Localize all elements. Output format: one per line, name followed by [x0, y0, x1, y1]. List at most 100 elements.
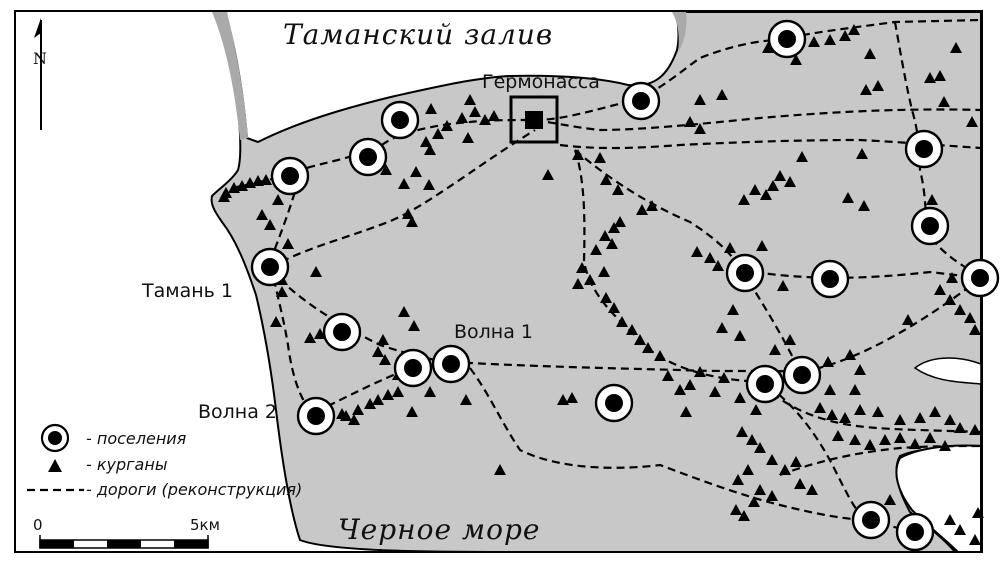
kurgan-icon — [914, 412, 926, 423]
kurgan-icon — [814, 402, 826, 413]
kurgan-icon — [938, 96, 950, 107]
kurgan-icon — [272, 194, 284, 205]
kurgan-icon — [966, 116, 978, 127]
kurgan-icon — [822, 356, 834, 367]
settlement-icon — [594, 383, 634, 423]
kurgan-icon — [606, 238, 618, 249]
kurgan-icon — [594, 152, 606, 163]
kurgan-icon — [590, 244, 602, 255]
kurgan-icon — [929, 406, 941, 417]
kurgan-icon — [348, 414, 360, 425]
kurgan-icon — [584, 274, 596, 285]
kurgan-icon — [950, 42, 962, 53]
kurgan-icon — [894, 432, 906, 443]
settlement-icon — [904, 129, 944, 169]
kurgan-icon — [709, 386, 721, 397]
kurgan-icon — [646, 200, 658, 211]
kurgan-icon — [766, 490, 778, 501]
settlement-icon — [725, 253, 765, 293]
settlement-icon — [393, 348, 433, 388]
sand-spit — [212, 12, 248, 140]
kurgan-icon — [718, 372, 730, 383]
settlement-icon — [270, 156, 310, 196]
kurgan-icon — [260, 174, 272, 185]
legend-kurgans-text: - курганы — [86, 455, 167, 474]
settlement-icon — [322, 312, 362, 352]
kurgan-icon — [790, 54, 802, 65]
settlement-icon — [296, 396, 336, 436]
kurgan-icon — [844, 349, 856, 360]
kurgan-icon — [372, 346, 384, 357]
kurgan-icon — [608, 222, 620, 233]
kurgan-icon — [934, 284, 946, 295]
kurgan-icon — [839, 412, 851, 423]
kurgan-icon — [662, 370, 674, 381]
kurgan-icon — [406, 216, 418, 227]
kurgan-icon — [572, 278, 584, 289]
kurgan-icon — [464, 94, 476, 105]
kurgan-icon — [218, 191, 230, 202]
kurgan-icon — [425, 103, 437, 114]
kurgan-icon — [824, 34, 836, 45]
north-arrow-icon: N — [33, 18, 47, 130]
kurgan-icon — [734, 330, 746, 341]
kurgan-icon — [969, 324, 981, 335]
kurgan-icon — [854, 364, 866, 375]
kurgan-icon — [727, 304, 739, 315]
kurgan-icon — [946, 272, 958, 283]
kurgan-icon — [738, 194, 750, 205]
kurgan-icon — [754, 484, 766, 495]
kurgan-icon — [944, 414, 956, 425]
kurgan-icon — [469, 106, 481, 117]
kurgan-icon — [364, 398, 376, 409]
kurgan-icon — [777, 280, 789, 291]
kurgan-icon — [626, 324, 638, 335]
settlements-layer — [250, 19, 1000, 552]
kurgan-icon — [749, 184, 761, 195]
kurgan-icon — [566, 392, 578, 403]
kurgan-icon — [694, 366, 706, 377]
kurgan-icon — [694, 123, 706, 134]
kurgan-icon — [402, 208, 414, 219]
kurgan-icon — [382, 389, 394, 400]
kurgan-icon — [902, 314, 914, 325]
kurgan-icon — [612, 184, 624, 195]
kurgan-icon — [806, 484, 818, 495]
kurgan-icon — [872, 406, 884, 417]
kurgan-icon — [858, 200, 870, 211]
kurgan-icon — [674, 384, 686, 395]
kurgan-icon — [599, 230, 611, 241]
settlement-icon — [810, 259, 850, 299]
kurgan-icon — [716, 89, 728, 100]
kurgan-icon — [849, 434, 861, 445]
kurgan-icon — [598, 266, 610, 277]
kurgan-icon — [924, 432, 936, 443]
settlement-icon — [745, 364, 785, 404]
kurgan-icon — [736, 426, 748, 437]
kurgan-icon — [479, 114, 491, 125]
kurgan-icon — [884, 494, 896, 505]
kurgan-icon — [712, 260, 724, 271]
kurgan-icon — [680, 406, 692, 417]
kurgan-icon — [964, 312, 976, 323]
kurgan-icon — [756, 240, 768, 251]
kurgan-icon — [270, 316, 282, 327]
kurgan-icon — [969, 424, 981, 435]
kurgan-icon — [372, 394, 384, 405]
kurgan-icon — [377, 334, 389, 345]
scale-max: 5км — [190, 516, 220, 534]
kurgan-icon — [408, 320, 420, 331]
legend-kurgan-icon — [48, 459, 62, 472]
kurgan-icon — [600, 292, 612, 303]
kurgan-icon — [684, 116, 696, 127]
kurgan-icon — [406, 406, 418, 417]
kurgan-icon — [774, 170, 786, 181]
black-sea-label: Черное море — [338, 513, 540, 546]
settlement-icon — [621, 81, 661, 121]
kurgan-icon — [872, 80, 884, 91]
kurgan-icon — [909, 438, 921, 449]
kurgan-icon — [842, 192, 854, 203]
settlement-icon — [960, 258, 1000, 298]
kurgan-icon — [276, 286, 288, 297]
legend-settlements-text: - поселения — [86, 429, 187, 448]
